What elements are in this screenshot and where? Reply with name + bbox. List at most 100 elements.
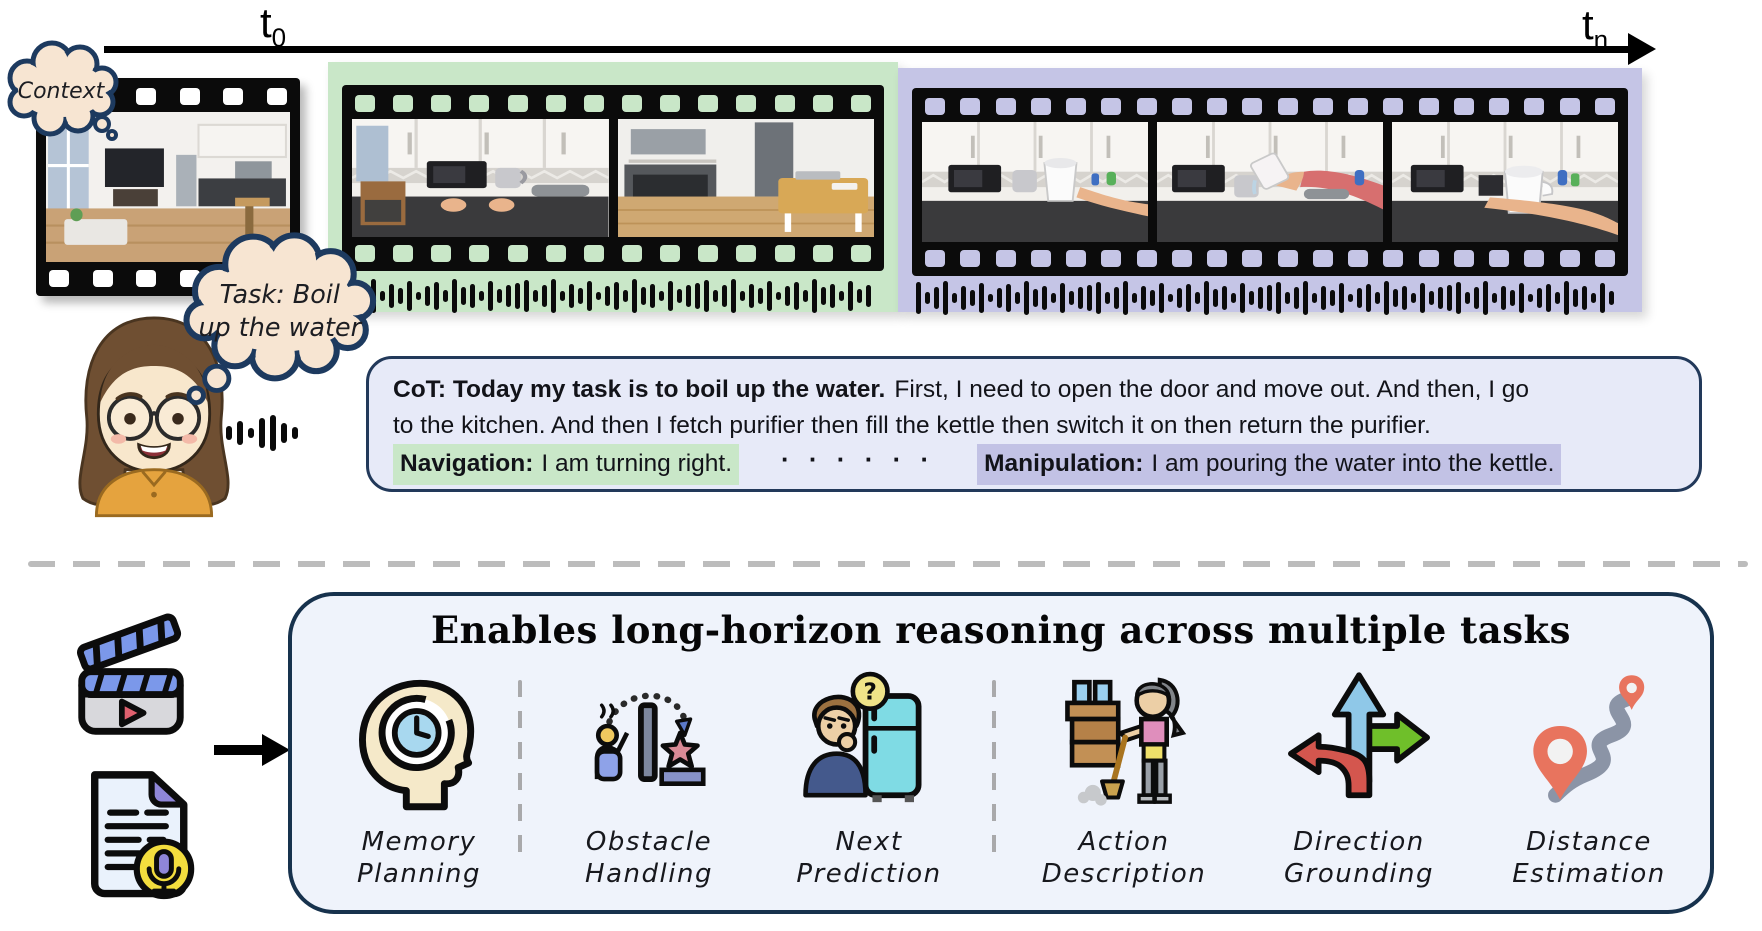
timeline-arrowhead-icon xyxy=(1628,33,1656,65)
timeline-end-label: tn xyxy=(1582,1,1609,55)
sprocket-hole xyxy=(1066,97,1086,115)
cot-line-3: Navigation:I am turning right. · · · · ·… xyxy=(393,444,1675,485)
sprocket-hole xyxy=(1418,249,1439,267)
sprocket-hole xyxy=(583,94,604,112)
sprocket-hole xyxy=(621,244,642,262)
svg-text:Context: Context xyxy=(18,79,106,104)
memory-planning-icon xyxy=(359,679,475,811)
sprocket-hole xyxy=(1030,97,1051,115)
sprocket-hole xyxy=(995,249,1016,267)
sprocket-hole xyxy=(850,94,871,112)
film-sprockets xyxy=(922,93,1618,119)
navigation-video-frame-2 xyxy=(617,119,874,237)
sprocket-hole xyxy=(507,244,528,262)
sprocket-hole xyxy=(1207,97,1227,115)
action-description-icon xyxy=(1065,677,1187,806)
sprocket-hole xyxy=(1489,249,1509,267)
manipulation-video-frame-3 xyxy=(1392,122,1618,242)
sprocket-hole xyxy=(179,87,200,105)
navigation-video-frame-1 xyxy=(352,119,609,237)
context-video-frame xyxy=(46,112,290,262)
sprocket-hole xyxy=(812,94,833,112)
sprocket-hole xyxy=(1348,97,1368,115)
sprocket-hole xyxy=(925,97,945,115)
sprocket-hole xyxy=(1242,97,1263,115)
sprocket-hole xyxy=(1242,249,1263,267)
manipulation-video-frame-2 xyxy=(1157,122,1383,242)
tasks-panel-title: Enables long-horizon reasoning across mu… xyxy=(430,608,1572,652)
transcript-document-icon xyxy=(91,771,195,900)
sprocket-hole xyxy=(1277,97,1298,115)
sprocket-hole xyxy=(960,249,981,267)
sprocket-hole xyxy=(736,94,757,112)
film-sprockets xyxy=(352,90,874,116)
sprocket-hole xyxy=(1489,97,1509,115)
sprocket-hole xyxy=(545,94,566,112)
sprocket-hole xyxy=(1101,249,1122,267)
sprocket-hole xyxy=(355,94,375,112)
sprocket-hole xyxy=(1066,249,1086,267)
flow-arrow-icon xyxy=(214,734,290,766)
sprocket-hole xyxy=(49,269,69,287)
sprocket-hole xyxy=(1418,97,1439,115)
sprocket-hole xyxy=(355,244,375,262)
sprocket-hole xyxy=(812,244,833,262)
sprocket-hole xyxy=(1171,249,1192,267)
sprocket-hole xyxy=(393,244,414,262)
next-prediction-icon: ? xyxy=(803,671,922,803)
cot-line-2: to the kitchen. And then I fetch purifie… xyxy=(393,408,1675,444)
timeline-start-label: t0 xyxy=(260,0,287,53)
tasks-panel: Enables long-horizon reasoning across mu… xyxy=(288,592,1714,914)
film-sprockets xyxy=(922,245,1618,271)
sprocket-hole xyxy=(583,244,604,262)
sprocket-hole xyxy=(223,87,244,105)
sprocket-hole xyxy=(92,269,113,287)
sprocket-hole xyxy=(1383,97,1404,115)
sprocket-hole xyxy=(1524,97,1545,115)
sprocket-hole xyxy=(1383,249,1404,267)
sprocket-hole xyxy=(995,97,1016,115)
sprocket-hole xyxy=(1136,97,1157,115)
sprocket-hole xyxy=(1559,249,1580,267)
sprocket-hole xyxy=(431,244,452,262)
sprocket-hole xyxy=(960,97,981,115)
cot-line-1: CoT: Today my task is to boil up the wat… xyxy=(393,372,1675,408)
sprocket-hole xyxy=(1171,97,1192,115)
svg-text:up the water: up the water xyxy=(198,312,362,342)
sprocket-hole xyxy=(1030,249,1051,267)
ellipsis-dots: · · · · · · xyxy=(781,444,936,474)
sprocket-hole xyxy=(736,244,757,262)
sprocket-hole xyxy=(431,94,452,112)
sprocket-hole xyxy=(698,94,719,112)
svg-text:Task: Boil: Task: Boil xyxy=(220,279,340,309)
cot-text: First, I need to open the door and move … xyxy=(894,376,1530,403)
sprocket-hole xyxy=(660,244,681,262)
svg-text:?: ? xyxy=(863,679,876,705)
film-sprockets xyxy=(352,240,874,266)
sprocket-hole xyxy=(136,87,157,105)
manipulation-video-frame-1 xyxy=(922,122,1148,242)
cot-reasoning-box: CoT: Today my task is to boil up the wat… xyxy=(366,356,1702,492)
cot-bold-intro: CoT: Today my task is to boil up the wat… xyxy=(393,376,886,403)
sprocket-hole xyxy=(1594,249,1615,267)
obstacle-handling-icon xyxy=(594,692,706,786)
user-avatar xyxy=(78,316,230,518)
sprocket-hole xyxy=(1101,97,1122,115)
task-thought-bubble: Task: Boil up the water xyxy=(183,232,377,406)
manipulation-caption: Manipulation:I am pouring the water into… xyxy=(977,444,1562,485)
distance-estimation-icon xyxy=(1533,675,1645,803)
direction-grounding-icon xyxy=(1288,672,1430,799)
manipulation-film-strip xyxy=(912,88,1628,276)
sprocket-hole xyxy=(1312,249,1333,267)
speech-waveform-icon xyxy=(226,414,302,452)
vertical-divider xyxy=(992,680,996,858)
sprocket-hole xyxy=(925,249,945,267)
